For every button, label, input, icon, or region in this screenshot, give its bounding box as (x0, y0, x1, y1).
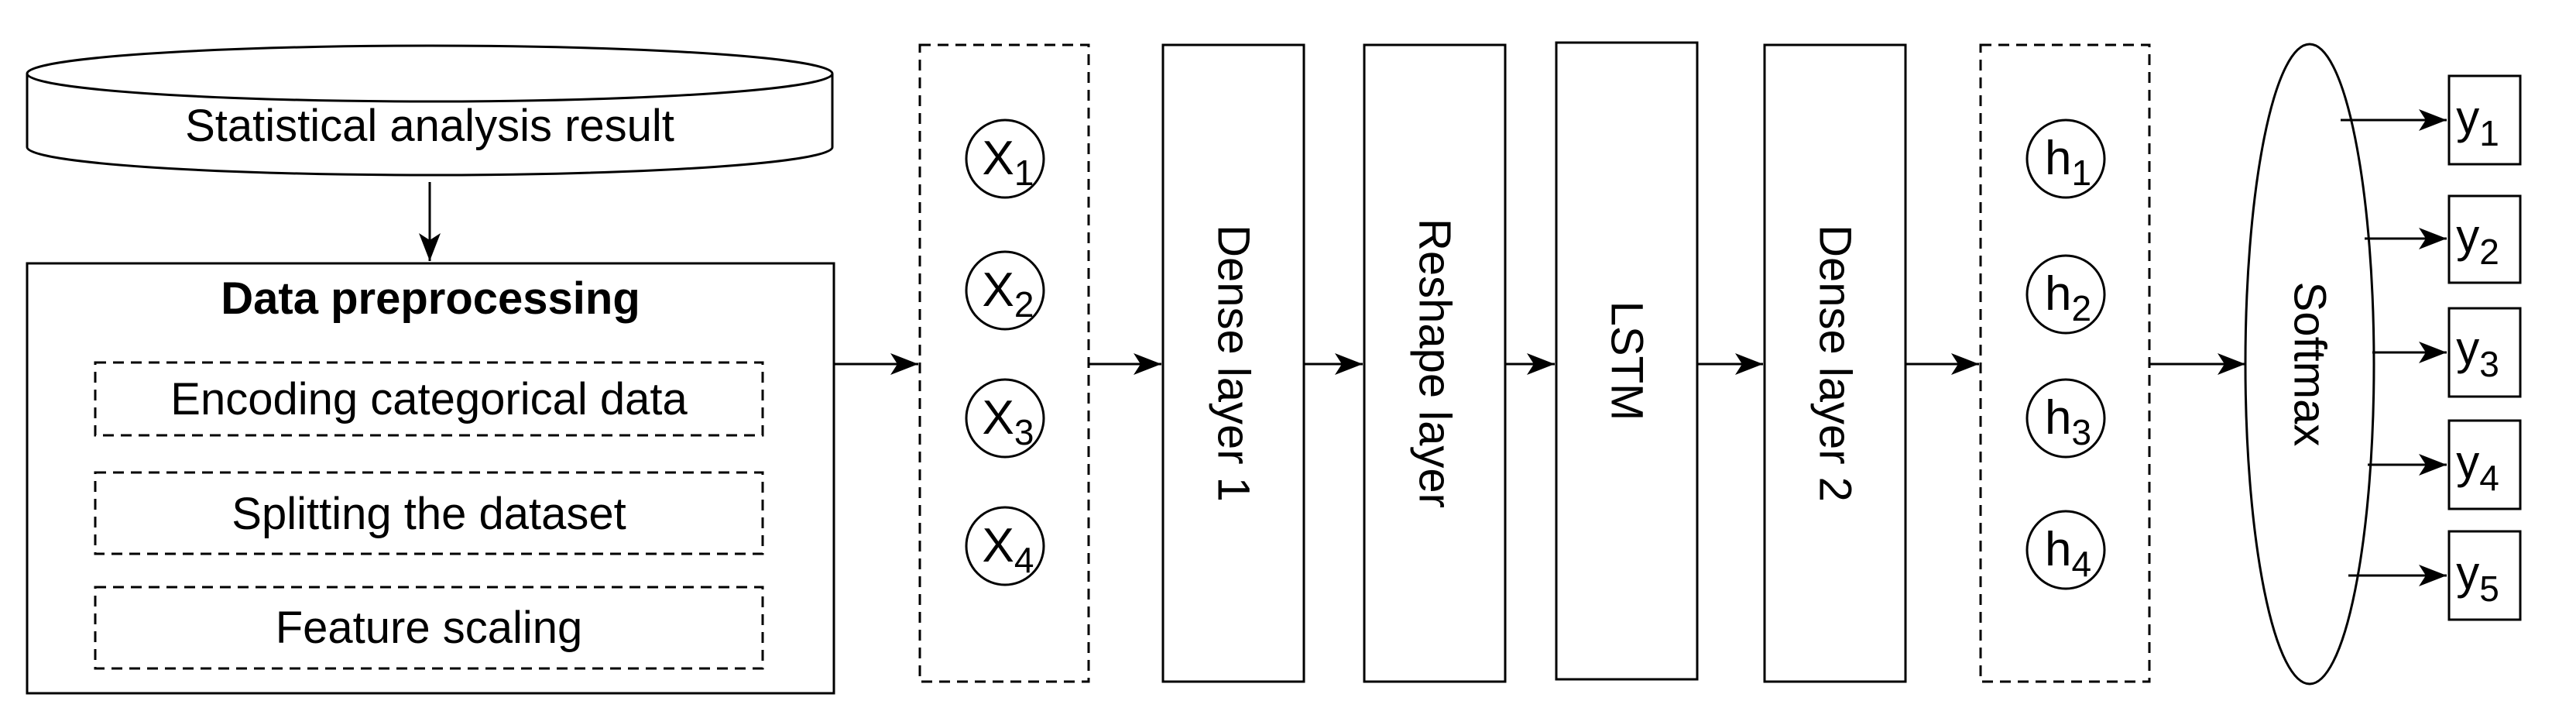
node-base: X (983, 519, 1014, 572)
step-label: Encoding categorical data (170, 374, 688, 424)
node-sub: 2 (2071, 288, 2091, 328)
svg-text:X2: X2 (983, 263, 1034, 325)
source-database: Statistical analysis result (26, 44, 834, 177)
source-label: Statistical analysis result (185, 101, 674, 151)
dense-layer-2: Dense layer 2 (1763, 43, 1907, 683)
output-base: y (2456, 210, 2479, 262)
preprocessing-step-encoding: Encoding categorical data (94, 361, 764, 437)
svg-text:y2: y2 (2456, 210, 2499, 272)
step-label: Splitting the dataset (232, 489, 626, 539)
reshape-layer: Reshape layer (1363, 43, 1507, 683)
svg-text:y5: y5 (2456, 547, 2499, 609)
hidden-node-4: h4 (2025, 510, 2106, 590)
hidden-node-2: h2 (2025, 254, 2106, 335)
svg-text:X1: X1 (983, 132, 1034, 193)
node-base: h (2045, 267, 2071, 321)
layer-label: Dense layer 1 (1209, 225, 1259, 502)
output-base: y (2456, 436, 2479, 488)
output-sub: 1 (2479, 113, 2499, 153)
output-base: y (2456, 91, 2479, 143)
node-base: X (983, 391, 1014, 445)
output-base: y (2456, 322, 2479, 374)
svg-text:X4: X4 (983, 519, 1034, 580)
node-base: h (2045, 132, 2071, 185)
output-y4: y4 (2447, 419, 2522, 510)
layer-label: Reshape layer (1410, 218, 1460, 508)
input-node-3: X3 (965, 378, 1045, 459)
output-y3: y3 (2447, 307, 2522, 398)
input-node-4: X4 (965, 506, 1045, 586)
input-nodes-group: X1 X2 X3 X4 (918, 43, 1090, 683)
svg-text:h4: h4 (2045, 523, 2091, 584)
preprocessing-title: Data preprocessing (221, 273, 640, 324)
hidden-nodes-group: h1 h2 h3 h4 (1979, 43, 2151, 683)
preprocessing-step-scaling: Feature scaling (94, 586, 764, 670)
node-base: h (2045, 523, 2071, 576)
node-sub: 4 (1014, 540, 1034, 580)
lstm-layer: LSTM (1555, 41, 1699, 681)
node-sub: 3 (1014, 412, 1034, 452)
node-base: X (983, 263, 1014, 317)
softmax-node: Softmax (2244, 43, 2375, 685)
output-y1: y1 (2447, 74, 2522, 166)
hidden-node-1: h1 (2025, 119, 2106, 199)
step-label: Feature scaling (276, 603, 583, 653)
output-sub: 4 (2479, 458, 2499, 498)
softmax-label: Softmax (2285, 282, 2335, 447)
output-y5: y5 (2447, 530, 2522, 621)
output-y2: y2 (2447, 194, 2522, 284)
svg-text:y3: y3 (2456, 322, 2499, 384)
svg-text:y1: y1 (2456, 91, 2499, 153)
preprocessing-box: Data preprocessing Encoding categorical … (26, 262, 835, 695)
preprocessing-step-splitting: Splitting the dataset (94, 471, 764, 555)
layer-label: LSTM (1602, 301, 1652, 421)
output-sub: 5 (2479, 569, 2499, 609)
output-sub: 3 (2479, 344, 2499, 384)
output-sub: 2 (2479, 232, 2499, 272)
svg-text:X3: X3 (983, 391, 1034, 452)
dense-layer-1: Dense layer 1 (1161, 43, 1305, 683)
output-arrows (2341, 109, 2447, 586)
node-base: h (2045, 391, 2071, 445)
input-node-2: X2 (965, 250, 1045, 331)
svg-text:h1: h1 (2045, 132, 2091, 193)
node-sub: 2 (1014, 284, 1034, 325)
output-base: y (2456, 547, 2479, 599)
node-sub: 1 (1014, 153, 1034, 193)
node-sub: 3 (2071, 412, 2091, 452)
svg-text:h3: h3 (2045, 391, 2091, 452)
node-base: X (983, 132, 1014, 185)
hidden-node-3: h3 (2025, 378, 2106, 459)
node-sub: 1 (2071, 153, 2091, 193)
layer-label: Dense layer 2 (1810, 225, 1861, 502)
input-node-1: X1 (965, 119, 1045, 199)
svg-text:h2: h2 (2045, 267, 2091, 328)
svg-text:y4: y4 (2456, 436, 2499, 498)
node-sub: 4 (2071, 544, 2091, 584)
